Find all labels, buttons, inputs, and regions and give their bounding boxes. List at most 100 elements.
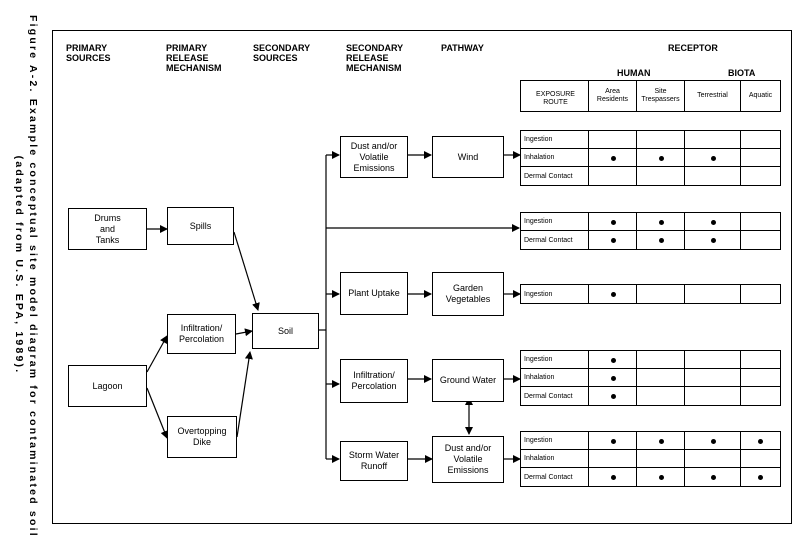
box-infiltration-percolation-2: Infiltration/Percolation (340, 359, 408, 403)
exposure-route-label: Inhalation (521, 149, 589, 167)
exposure-mark-dot (610, 375, 616, 381)
receptor-cell (589, 432, 637, 450)
exposure-mark-dot (710, 155, 716, 161)
exposure-mark-dot (658, 474, 664, 480)
arrow-lagoon-overtopping (146, 387, 169, 439)
receptor-cell (637, 450, 685, 468)
box-ground-water: Ground Water (432, 359, 504, 402)
receptor-cell (741, 149, 780, 167)
exposure-mark-dot (710, 438, 716, 444)
exposure-route-label: Ingestion (521, 351, 589, 369)
exposure-route-label: Ingestion (521, 285, 589, 303)
exposure-mark-dot (610, 237, 616, 243)
receptor-cell (741, 450, 780, 468)
receptor-cell (685, 149, 741, 167)
header-receptor: RECEPTOR (668, 43, 718, 53)
receptor-cell (637, 432, 685, 450)
exposure-route-label: Dermal Contact (521, 387, 589, 405)
receptor-cell (741, 468, 780, 486)
receptor-cell (589, 351, 637, 369)
exposure-mark-dot (658, 438, 664, 444)
receptor-cell (589, 213, 637, 231)
receptor-group-biota: BIOTA (728, 68, 756, 78)
exposure-mark-dot (710, 474, 716, 480)
exposure-mark-dot (610, 474, 616, 480)
exposure-mark-dot (710, 219, 716, 225)
receptor-cell (741, 131, 780, 149)
arrow-spills-soil (233, 231, 260, 311)
header-pathway: PATHWAY (441, 43, 484, 53)
exposure-mark-dot (658, 155, 664, 161)
receptor-cell (685, 231, 741, 249)
receptor-cell (637, 285, 685, 303)
receptor-cell (741, 231, 780, 249)
receptor-cell (589, 468, 637, 486)
box-infiltration-percolation-1: Infiltration/Percolation (167, 314, 236, 354)
receptor-cell (637, 167, 685, 185)
exposure-mark-dot (758, 474, 763, 480)
receptor-cell (637, 369, 685, 387)
exposure-route-label: Inhalation (521, 369, 589, 387)
exposure-route-label: Dermal Contact (521, 468, 589, 486)
receptor-cell (637, 131, 685, 149)
exposure-mark-dot (658, 219, 664, 225)
receptor-cell (741, 167, 780, 185)
receptor-cell (741, 213, 780, 231)
receptor-cell (685, 450, 741, 468)
receptor-cell (589, 131, 637, 149)
exposure-route-label: Ingestion (521, 131, 589, 149)
exposure-route-label: Ingestion (521, 432, 589, 450)
exposure-mark-dot (610, 357, 616, 363)
receptor-cell (685, 387, 741, 405)
receptor-cell (685, 131, 741, 149)
receptor-cell (637, 468, 685, 486)
exposure-mark-dot (610, 291, 616, 297)
receptor-cell (637, 351, 685, 369)
exposure-route-label: Dermal Contact (521, 231, 589, 249)
receptor-cell (589, 387, 637, 405)
col-aquatic: Aquatic (748, 92, 773, 99)
exposure-table: Ingestion (520, 284, 781, 304)
exposure-mark-dot (758, 438, 763, 444)
receptor-cell (741, 285, 780, 303)
receptor-cell (685, 432, 741, 450)
exposure-route-label: Ingestion (521, 213, 589, 231)
receptor-cell (741, 369, 780, 387)
exposure-route-label: Dermal Contact (521, 167, 589, 185)
exposure-mark-dot (610, 438, 616, 444)
receptor-cell (685, 351, 741, 369)
exposure-mark-dot (610, 155, 616, 161)
receptor-cell (685, 285, 741, 303)
exposure-mark-dot (710, 237, 716, 243)
receptor-cell (637, 149, 685, 167)
exposure-route-label: Inhalation (521, 450, 589, 468)
col-terrestrial: Terrestrial (685, 81, 741, 111)
receptor-cell (589, 369, 637, 387)
box-lagoon: Lagoon (68, 365, 147, 407)
receptor-cell (637, 231, 685, 249)
receptor-group-human: HUMAN (617, 68, 651, 78)
arrow-overtopping-soil (236, 351, 253, 438)
receptor-cell (685, 167, 741, 185)
diagram-frame (52, 30, 792, 524)
receptor-cell (589, 231, 637, 249)
receptor-cell (589, 149, 637, 167)
receptor-cell (589, 285, 637, 303)
exposure-mark-dot (610, 393, 616, 399)
receptor-cell (685, 369, 741, 387)
receptor-cell (741, 387, 780, 405)
